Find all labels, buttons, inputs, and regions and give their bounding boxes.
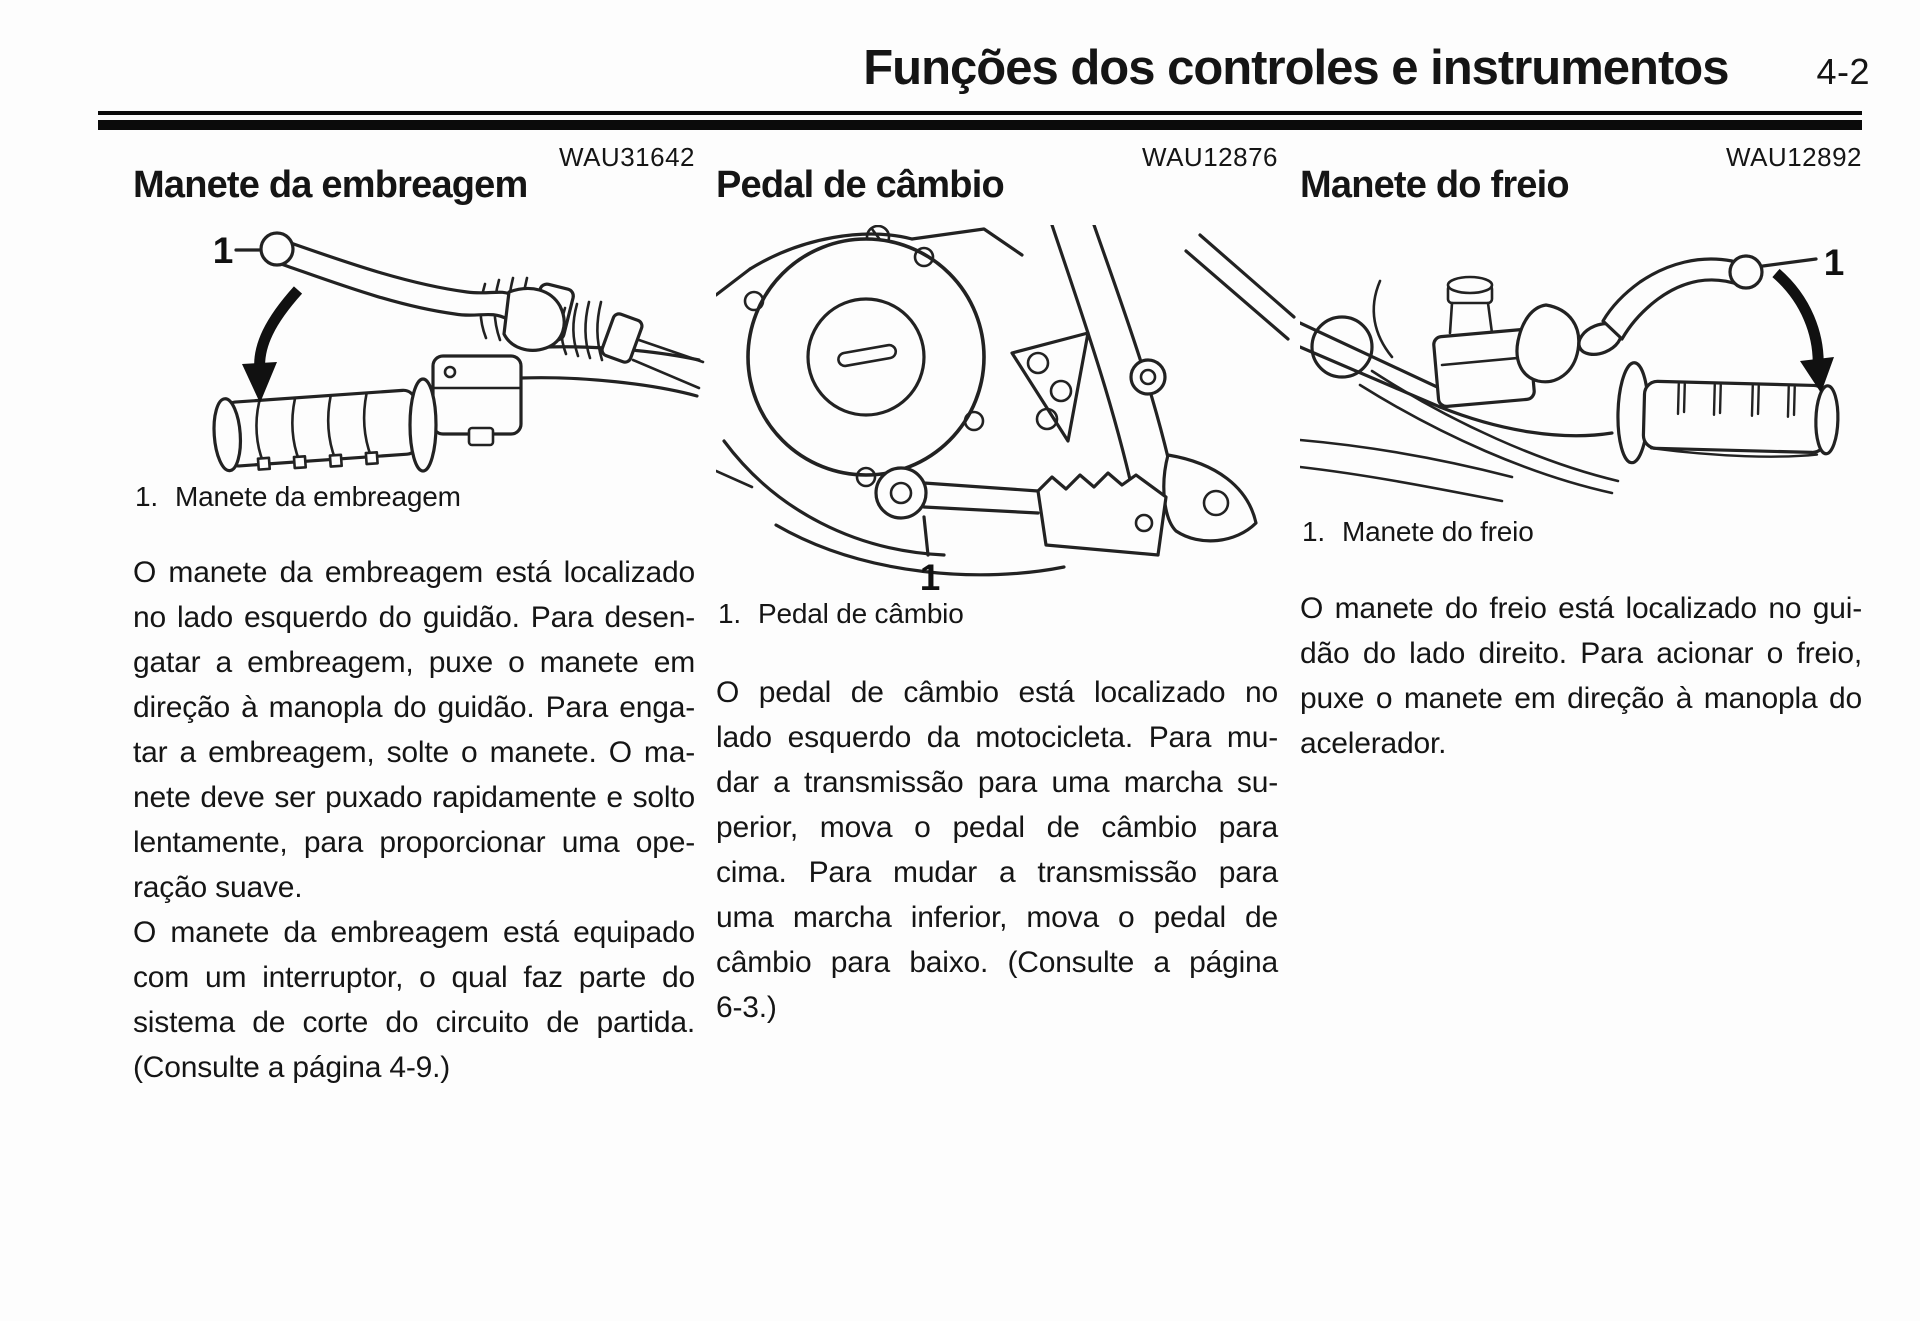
shift-pedal-arm (874, 466, 1168, 557)
lever-ball-end (259, 231, 295, 267)
text-line: O pedal de câmbio está localizado no (716, 676, 1278, 709)
column-shift-pedal: WAU12876 Pedal de câmbio (716, 138, 1296, 1268)
text-line: direção à manopla do guidão. Para enga- (133, 691, 695, 724)
figure-caption: 1. Manete da embreagem (135, 481, 461, 513)
text-line: (Consulte a página 4-9.) (133, 1051, 451, 1084)
caption-text: Pedal de câmbio (758, 598, 964, 629)
text-line: gatar a embreagem, puxe o manete em (133, 646, 695, 679)
figure-callout-label: 1 (1824, 242, 1845, 283)
caption-text: Manete do freio (1342, 516, 1534, 547)
throttle-grip (1616, 361, 1840, 465)
brake-master-cylinder (1432, 275, 1536, 408)
section-heading: Pedal de câmbio (716, 164, 1005, 206)
header-rule-thin (98, 111, 1862, 115)
caption-text: Manete da embreagem (175, 481, 461, 512)
shift-pedal-illustration: 1 (716, 225, 1296, 597)
caption-number: 1. (1302, 516, 1325, 547)
page-header: Funções dos controles e instrumentos 4-2 (100, 40, 1870, 96)
text-line: com um interruptor, o qual faz parte do (133, 961, 695, 994)
section-code: WAU12892 (1726, 142, 1862, 172)
body-text: O manete do freio está localizado no gui… (1300, 586, 1862, 766)
section-code: WAU12876 (1142, 142, 1278, 172)
section-heading: Manete do freio (1300, 164, 1570, 206)
text-line: câmbio para baixo. (Consulte a página (716, 946, 1278, 979)
clutch-lever-drawing: 1 (212, 230, 705, 473)
callout-line (1761, 257, 1818, 268)
text-line: ração suave. (133, 871, 303, 904)
brake-lever-drawing: 1 (1300, 242, 1845, 503)
text-line: lado esquerdo da motocicleta. Para mu- (716, 721, 1278, 754)
column-brake-lever: WAU12892 Manete do freio (1300, 138, 1862, 1268)
caption-number: 1. (718, 598, 741, 629)
figure-callout-label: 1 (213, 230, 234, 271)
caption-number: 1. (135, 481, 158, 512)
body-text: O pedal de câmbio está localizado no lad… (716, 670, 1278, 1030)
handlebar-grip (212, 388, 420, 473)
chapter-title: Funções dos controles e instrumentos (863, 41, 1729, 95)
text-line: O manete da embreagem está localizado (133, 556, 695, 589)
header-rule-thick (98, 120, 1862, 130)
text-line: no lado esquerdo do guidão. Para desen- (133, 601, 695, 634)
text-line: tar a embreagem, solte o manete. O ma- (133, 736, 695, 769)
text-line: puxe o manete em direção à manopla do (1300, 682, 1862, 715)
text-line: uma marcha inferior, mova o pedal de (716, 901, 1278, 934)
figure-caption: 1. Pedal de câmbio (718, 598, 964, 630)
text-line: O manete do freio está localizado no gui… (1300, 592, 1862, 625)
pull-direction-arrow-icon (242, 286, 303, 403)
text-line: sistema de corte do circuito de partida. (133, 1006, 695, 1039)
figure-callout-label: 1 (920, 557, 941, 597)
brake-lever-illustration: 1 (1300, 235, 1870, 503)
section-code: WAU31642 (559, 142, 695, 172)
text-line: nete deve ser puxado rapidamente e solto (133, 781, 695, 814)
text-line: acelerador. (1300, 727, 1447, 760)
callout-line (922, 515, 930, 557)
column-clutch-lever: WAU31642 Manete da embreagem (133, 138, 705, 1268)
figure-caption: 1. Manete do freio (1302, 516, 1534, 548)
shift-pedal-drawing: 1 (716, 225, 1296, 597)
pull-direction-arrow-icon (1772, 268, 1834, 393)
text-line: perior, mova o pedal de câmbio para (716, 811, 1278, 844)
text-line: O manete da embreagem está equipado (133, 916, 695, 949)
clutch-lever-illustration: 1 (133, 228, 713, 480)
text-line: lentamente, para proporcionar uma ope- (133, 826, 695, 859)
body-text: O manete da embreagem está localizado no… (133, 550, 695, 1090)
text-line: cima. Para mudar a transmissão para (716, 856, 1278, 889)
page-number: 4-2 (1816, 51, 1870, 92)
section-heading: Manete da embreagem (133, 164, 528, 206)
text-line: dar a transmissão para uma marcha su- (716, 766, 1278, 799)
text-line: 6-3.) (716, 991, 777, 1024)
lever-ball-end (1728, 254, 1764, 290)
text-line: dão do lado direito. Para acionar o frei… (1300, 637, 1862, 670)
